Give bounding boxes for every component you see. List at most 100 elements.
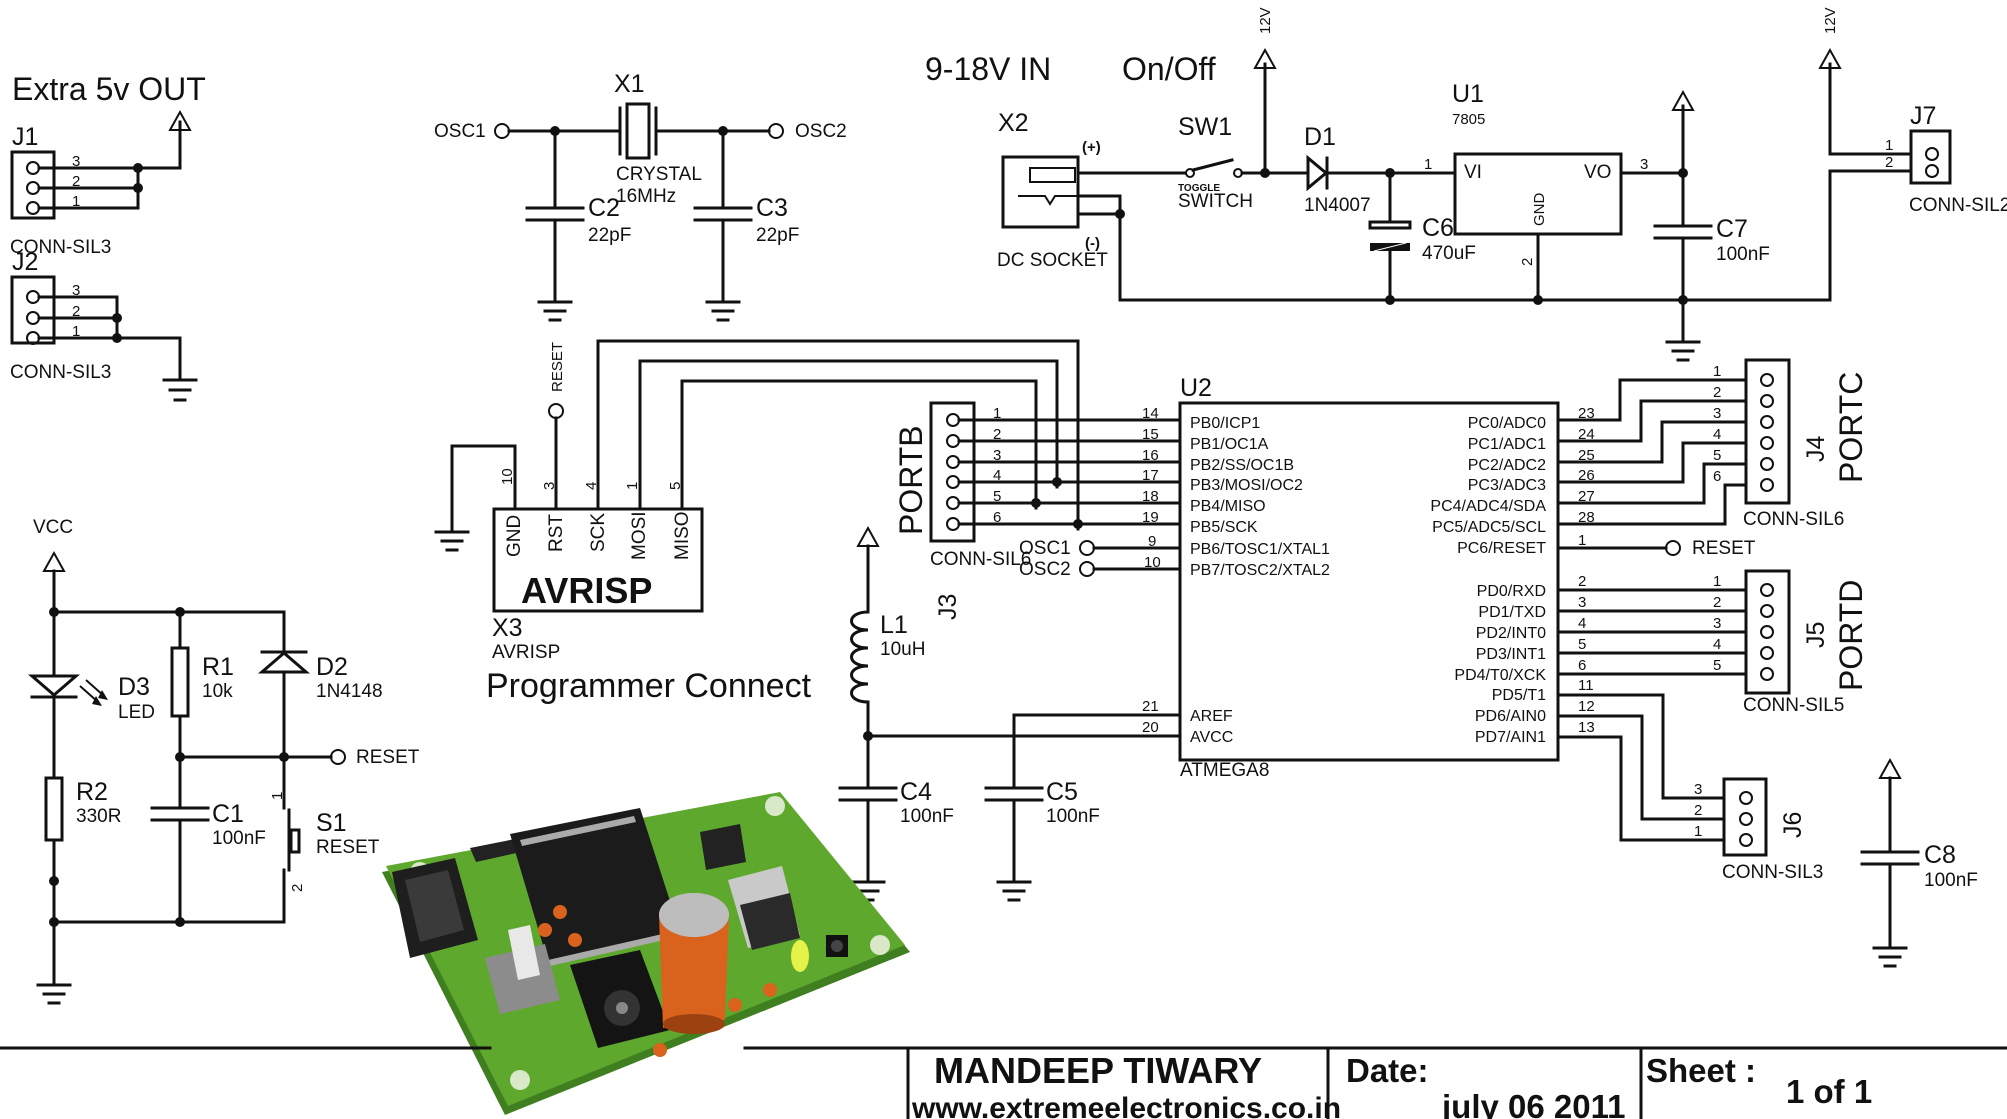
svg-text:3: 3 — [1713, 405, 1721, 422]
u2-left-pins: 14 PB0/ICP1 15 PB1/OC1A 16 PB2/SS/OC1B 1… — [1142, 405, 1330, 746]
c2-ref: C2 — [588, 194, 620, 222]
d2-ref: D2 — [316, 653, 348, 681]
sheet-label: Sheet : — [1646, 1052, 1756, 1089]
r2-value: 330R — [76, 806, 121, 827]
svg-text:PB3/MOSI/OC2: PB3/MOSI/OC2 — [1190, 477, 1303, 494]
svg-text:5: 5 — [1713, 657, 1721, 674]
svg-text:PD0/RXD: PD0/RXD — [1477, 583, 1546, 600]
x2-minus-label: (-) — [1085, 235, 1100, 252]
svg-text:2: 2 — [289, 884, 306, 892]
extra-out-title: Extra 5v OUT — [12, 71, 206, 107]
portc-title: PORTC — [1833, 372, 1869, 483]
j3-ref: J3 — [934, 594, 962, 620]
date-value: july 06 2011 — [1441, 1088, 1625, 1119]
j2-ref: J2 — [12, 248, 38, 276]
c5-ref: C5 — [1046, 778, 1078, 806]
j5-value: CONN-SIL5 — [1743, 695, 1844, 716]
r1-value: 10k — [202, 681, 233, 702]
l1-value: 10uH — [880, 639, 925, 660]
svg-text:MOSI: MOSI — [629, 511, 650, 560]
j2-value: CONN-SIL3 — [10, 362, 111, 383]
j3-portb-connector: PORTB CONN-SIL6 J3 1 2 3 4 5 6 OSC1 OSC2 — [893, 401, 1182, 620]
svg-text:VI: VI — [1464, 162, 1482, 183]
svg-text:5: 5 — [993, 488, 1001, 505]
svg-text:1: 1 — [624, 482, 641, 490]
svg-text:3: 3 — [1578, 594, 1586, 611]
u2-right-pin-numbers: 23 24 25 26 27 28 1 2 3 4 5 6 11 12 13 — [1578, 405, 1595, 736]
u2-atmega8: U2 ATMEGA8 14 PB0/ICP1 15 PB1/OC1A 16 PB… — [1142, 374, 1756, 781]
portb-title: PORTB — [893, 425, 929, 535]
author-name: MANDEEP TIWARY — [934, 1050, 1262, 1091]
date-label: Date: — [1346, 1052, 1429, 1089]
avcc-filter: L1 10uH C4 100nF C5 100nF — [838, 525, 1182, 902]
x3-value: AVRISP — [492, 642, 560, 663]
svg-text:14: 14 — [1142, 405, 1159, 422]
svg-text:GND: GND — [504, 515, 525, 557]
u1-ref: U1 — [1452, 80, 1484, 108]
svg-text:PC2/ADC2: PC2/ADC2 — [1468, 457, 1546, 474]
svg-text:4: 4 — [1713, 636, 1721, 653]
svg-text:12: 12 — [1578, 698, 1595, 715]
svg-text:RST: RST — [546, 514, 567, 552]
sw1-type: TOGGLE — [1178, 183, 1220, 194]
c6-ref: C6 — [1422, 214, 1454, 242]
svg-text:1: 1 — [1424, 156, 1432, 173]
svg-text:3: 3 — [1640, 156, 1648, 173]
j3-value: CONN-SIL6 — [930, 549, 1031, 570]
j6-ref: J6 — [1779, 812, 1807, 838]
x1-value2: 16MHz — [616, 186, 676, 207]
svg-text:2: 2 — [1694, 802, 1702, 819]
l1-ref: L1 — [880, 611, 908, 639]
svg-text:1: 1 — [1713, 573, 1721, 590]
crystal-section: OSC1 X1 OSC2 CRYSTAL 16MHz C2 22pF C3 22… — [434, 70, 847, 322]
svg-text:3: 3 — [993, 447, 1001, 464]
osc1-net-label: OSC1 — [434, 121, 486, 142]
svg-text:10: 10 — [499, 468, 516, 485]
c1-ref: C1 — [212, 800, 244, 828]
j7-ref: J7 — [1910, 102, 1936, 130]
svg-text:PC6/RESET: PC6/RESET — [1457, 540, 1546, 557]
power-in-title: 9-18V IN — [925, 51, 1051, 87]
osc2-net-label: OSC2 — [795, 121, 847, 142]
svg-text:3: 3 — [541, 482, 558, 490]
c4-ref: C4 — [900, 778, 932, 806]
c6-value: 470uF — [1422, 243, 1476, 264]
isp-programmer: AVRISP GND RST SCK MOSI MISO 10 3 4 1 5 … — [434, 339, 1080, 705]
j2-connector: J2 3 2 1 CONN-SIL3 — [10, 248, 198, 402]
s1-ref: S1 — [316, 809, 347, 837]
svg-text:2: 2 — [1519, 258, 1536, 266]
svg-text:1: 1 — [1885, 137, 1893, 154]
svg-text:4: 4 — [1578, 615, 1586, 632]
vcc-net-label: VCC — [33, 517, 73, 538]
j4-value: CONN-SIL6 — [1743, 509, 1844, 530]
on-off-title: On/Off — [1122, 51, 1216, 87]
svg-text:2: 2 — [72, 303, 80, 320]
svg-text:1: 1 — [1694, 823, 1702, 840]
svg-text:AREF: AREF — [1190, 708, 1233, 725]
svg-text:24: 24 — [1578, 426, 1595, 443]
v12-label-1: 12V — [1257, 7, 1274, 34]
d3-ref: D3 — [118, 673, 150, 701]
svg-text:1: 1 — [993, 405, 1001, 422]
svg-text:4: 4 — [1713, 426, 1721, 443]
x2-plus-label: (+) — [1082, 139, 1101, 156]
website: www.extremeelectronics.co.in — [911, 1092, 1341, 1119]
d3-value: LED — [118, 702, 155, 723]
d1-ref: D1 — [1304, 123, 1336, 151]
c7-value: 100nF — [1716, 244, 1770, 265]
j1-value: CONN-SIL3 — [10, 237, 111, 258]
u2-osc1-net: OSC1 — [1019, 538, 1071, 559]
x3-ref: X3 — [492, 614, 523, 642]
svg-text:5: 5 — [667, 482, 684, 490]
power-section: 9-18V IN On/Off X2 (+) (-) DC SOCKET SW1… — [925, 7, 2007, 362]
svg-text:17: 17 — [1142, 467, 1159, 484]
r2-ref: R2 — [76, 778, 108, 806]
u2-osc2-net: OSC2 — [1019, 559, 1071, 580]
svg-text:3: 3 — [1694, 781, 1702, 798]
c2-value: 22pF — [588, 225, 631, 246]
svg-text:11: 11 — [1578, 677, 1594, 694]
svg-text:2: 2 — [993, 426, 1001, 443]
c8-ref: C8 — [1924, 841, 1956, 869]
svg-text:PB0/ICP1: PB0/ICP1 — [1190, 415, 1260, 432]
svg-text:2: 2 — [1713, 384, 1721, 401]
